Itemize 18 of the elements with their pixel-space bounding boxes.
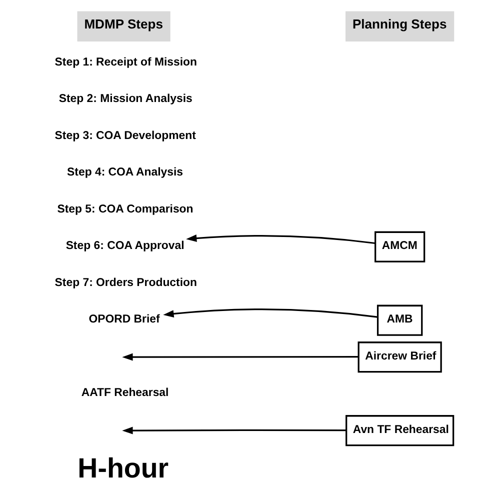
node-box: AMCM	[374, 231, 425, 262]
arrow	[162, 308, 378, 318]
label: AATF Rehearsal	[80, 387, 168, 400]
label: Step 7: Orders Production	[54, 276, 196, 289]
node-box: Aircrew Brief	[357, 342, 442, 373]
arrow	[186, 234, 375, 244]
label: Step 2: Mission Analysis	[58, 93, 192, 106]
label: MDMP Steps	[84, 16, 162, 32]
label: Step 4: COA Analysis	[66, 166, 183, 179]
label: Step 1: Receipt of Mission	[54, 56, 196, 68]
node-text: OPORD Brief	[88, 314, 160, 326]
label: Step 3: COA Development	[54, 130, 196, 142]
label: Step 5: COA Comparison	[56, 203, 193, 216]
node-box: Avn TF Rehearsal	[345, 415, 454, 446]
label: Planning Steps	[352, 16, 446, 32]
label: H-hour	[77, 452, 168, 484]
node-box: AMB	[376, 304, 422, 336]
node-text: Step 6: COA Approval	[65, 240, 184, 252]
